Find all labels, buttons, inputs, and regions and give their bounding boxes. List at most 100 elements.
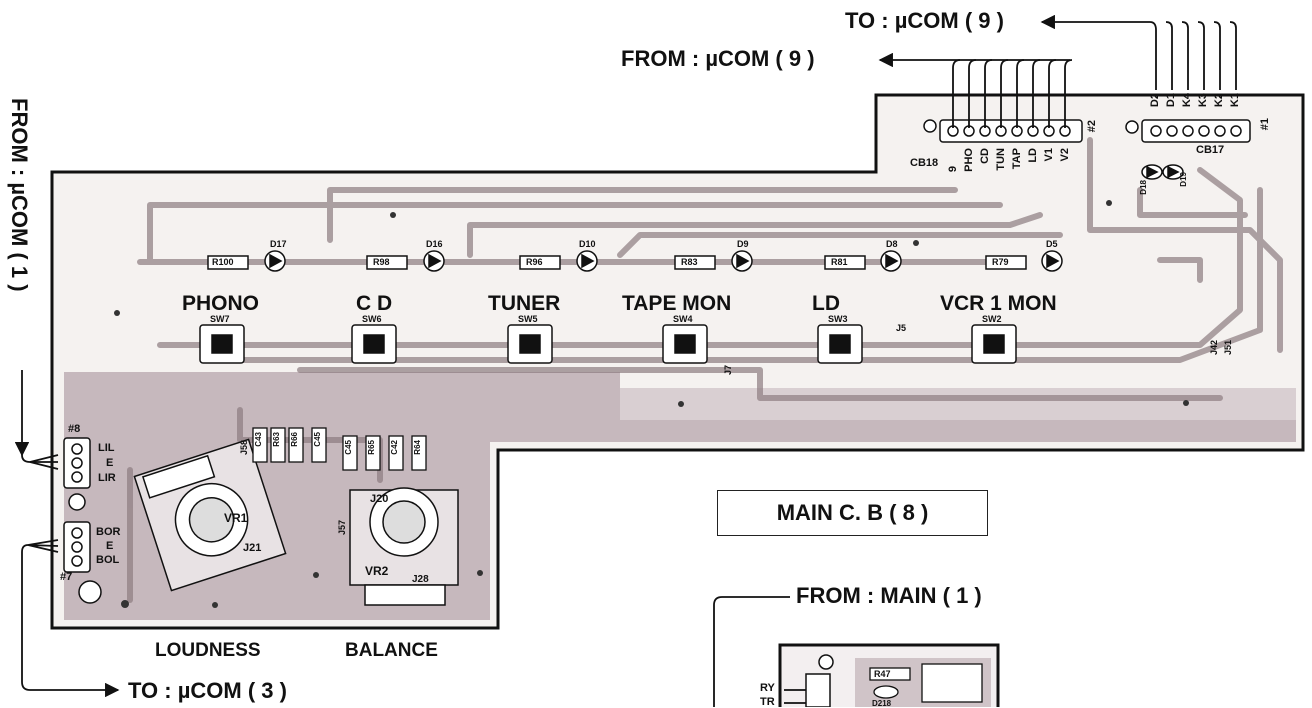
- d19-ref: D19: [1179, 172, 1188, 187]
- d18-ref: D18: [1139, 180, 1148, 195]
- cb18-pin-tun: TUN: [995, 148, 1007, 171]
- cb17-pin-d1: D1: [1165, 93, 1177, 108]
- switch-label-phono: PHONO: [182, 292, 260, 315]
- r100-ref: R100: [212, 257, 234, 267]
- left-side-wires: [14, 370, 120, 698]
- vr1-potentiometer: [133, 438, 287, 592]
- cb18-pin-pho: PHO: [963, 148, 975, 172]
- res-c45b: C45: [344, 440, 353, 455]
- d16-ref: D16: [426, 239, 443, 249]
- conn7-pin-bol: BOL: [96, 554, 120, 566]
- pair-1: [207, 250, 286, 272]
- wires-from-ucom-9: [878, 52, 1073, 128]
- cb18-name: CB18: [910, 157, 939, 169]
- cb17-pin-k4: K4: [1181, 93, 1193, 108]
- res-r66: R66: [290, 432, 299, 447]
- j42-ref: J42: [1209, 340, 1219, 356]
- vr1-ref: VR1: [224, 511, 248, 525]
- label-from-ucom-9: FROM : µCOM ( 9 ): [621, 46, 815, 71]
- r96-ref: R96: [526, 257, 543, 267]
- r47-ref: R47: [874, 669, 891, 679]
- diodes-d18-d19: [1141, 164, 1184, 180]
- wires-to-ucom-9: [1040, 14, 1237, 90]
- cb18-pin-9: 9: [947, 166, 959, 173]
- sw5-ref: SW5: [518, 314, 538, 324]
- sw2-ref: SW2: [982, 314, 1002, 324]
- switch-label-ld: LD: [812, 292, 840, 315]
- pair-5: [824, 250, 902, 272]
- r98-ref: R98: [373, 257, 390, 267]
- main-pin-tr: TR: [760, 696, 775, 708]
- vr2-ref: VR2: [365, 564, 389, 578]
- d8-ref: D8: [886, 239, 898, 249]
- conn8-pin-lil: LIL: [98, 442, 115, 454]
- d17-ref: D17: [270, 239, 287, 249]
- r79-ref: R79: [992, 257, 1009, 267]
- label-balance: BALANCE: [345, 640, 438, 661]
- cb17-pin-k1: K1: [1229, 93, 1241, 108]
- wire-from-main-1: [713, 596, 806, 707]
- j57-ref: J57: [337, 520, 347, 536]
- conn8-pin-lir: LIR: [98, 472, 116, 484]
- connector-cb17-header: [1125, 119, 1251, 143]
- cb18-pin-ld: LD: [1027, 148, 1039, 163]
- ground-plane-strip: [620, 388, 1296, 420]
- conn8-num: #8: [68, 423, 81, 435]
- switch-label-tape-mon: TAPE MON: [622, 292, 732, 315]
- cb17-pin-k3: K3: [1197, 93, 1209, 108]
- conn7-pin-e: E: [106, 540, 114, 552]
- cb18-num: #2: [1086, 120, 1098, 133]
- vr2-potentiometer: [349, 487, 459, 606]
- r83-ref: R83: [681, 257, 698, 267]
- switch-label-vcr1-mon: VCR 1 MON: [940, 292, 1057, 315]
- cb18-pin-v2: V2: [1059, 148, 1071, 162]
- j5-ref: J5: [896, 323, 907, 333]
- switch-row: [199, 324, 1017, 364]
- pair-4: [674, 250, 753, 272]
- sw3-ref: SW3: [828, 314, 848, 324]
- conn7-num: #7: [60, 571, 73, 583]
- label-loudness: LOUDNESS: [155, 640, 261, 661]
- d5-ref: D5: [1046, 239, 1058, 249]
- switch-label-tuner: TUNER: [488, 292, 561, 315]
- cb17-pin-k2: K2: [1213, 93, 1225, 108]
- sw4-ref: SW4: [673, 314, 693, 324]
- j58-ref: J58: [239, 440, 249, 456]
- d10-ref: D10: [579, 239, 596, 249]
- j21-ref: J21: [243, 542, 262, 554]
- main-pin-ry: RY: [760, 682, 775, 694]
- cb17-num: #1: [1259, 118, 1271, 131]
- lower-right-board: [778, 643, 1000, 707]
- resistor-stack: [252, 427, 427, 471]
- label-from-main-1: FROM : MAIN ( 1 ): [796, 583, 982, 608]
- cb18-pin-tap: TAP: [1011, 148, 1023, 170]
- conn7-pin-bor: BOR: [96, 526, 121, 538]
- pair-2: [366, 250, 445, 272]
- pair-3: [519, 250, 598, 272]
- label-to-ucom-9: TO : µCOM ( 9 ): [845, 8, 1004, 33]
- d218-ref: D218: [872, 699, 892, 708]
- conn8-pin-e: E: [106, 457, 114, 469]
- switch-label-cd: C D: [356, 292, 393, 315]
- res-r64: R64: [413, 440, 422, 455]
- resistor-led-row: [207, 250, 1063, 272]
- res-c42: C42: [390, 440, 399, 455]
- cb18-pin-v1: V1: [1043, 148, 1055, 162]
- label-to-ucom-3: TO : µCOM ( 3 ): [128, 678, 287, 703]
- j20-ref: J20: [370, 493, 389, 505]
- res-r63: R63: [272, 432, 281, 447]
- cb17-pin-d2: D2: [1149, 93, 1161, 108]
- d9-ref: D9: [737, 239, 749, 249]
- res-r65: R65: [367, 440, 376, 455]
- connector-cb18-header: [923, 119, 1083, 143]
- sw6-ref: SW6: [362, 314, 382, 324]
- pair-6: [985, 250, 1063, 272]
- r81-ref: R81: [831, 257, 848, 267]
- j28-ref: J28: [412, 574, 429, 585]
- label-from-ucom-1: FROM : µCOM ( 1 ): [7, 98, 32, 292]
- j7-ref: J7: [723, 365, 733, 376]
- main-board-label: MAIN C. B ( 8 ): [717, 490, 988, 536]
- cb18-pin-cd: CD: [979, 148, 991, 164]
- j51-ref: J51: [1223, 340, 1233, 356]
